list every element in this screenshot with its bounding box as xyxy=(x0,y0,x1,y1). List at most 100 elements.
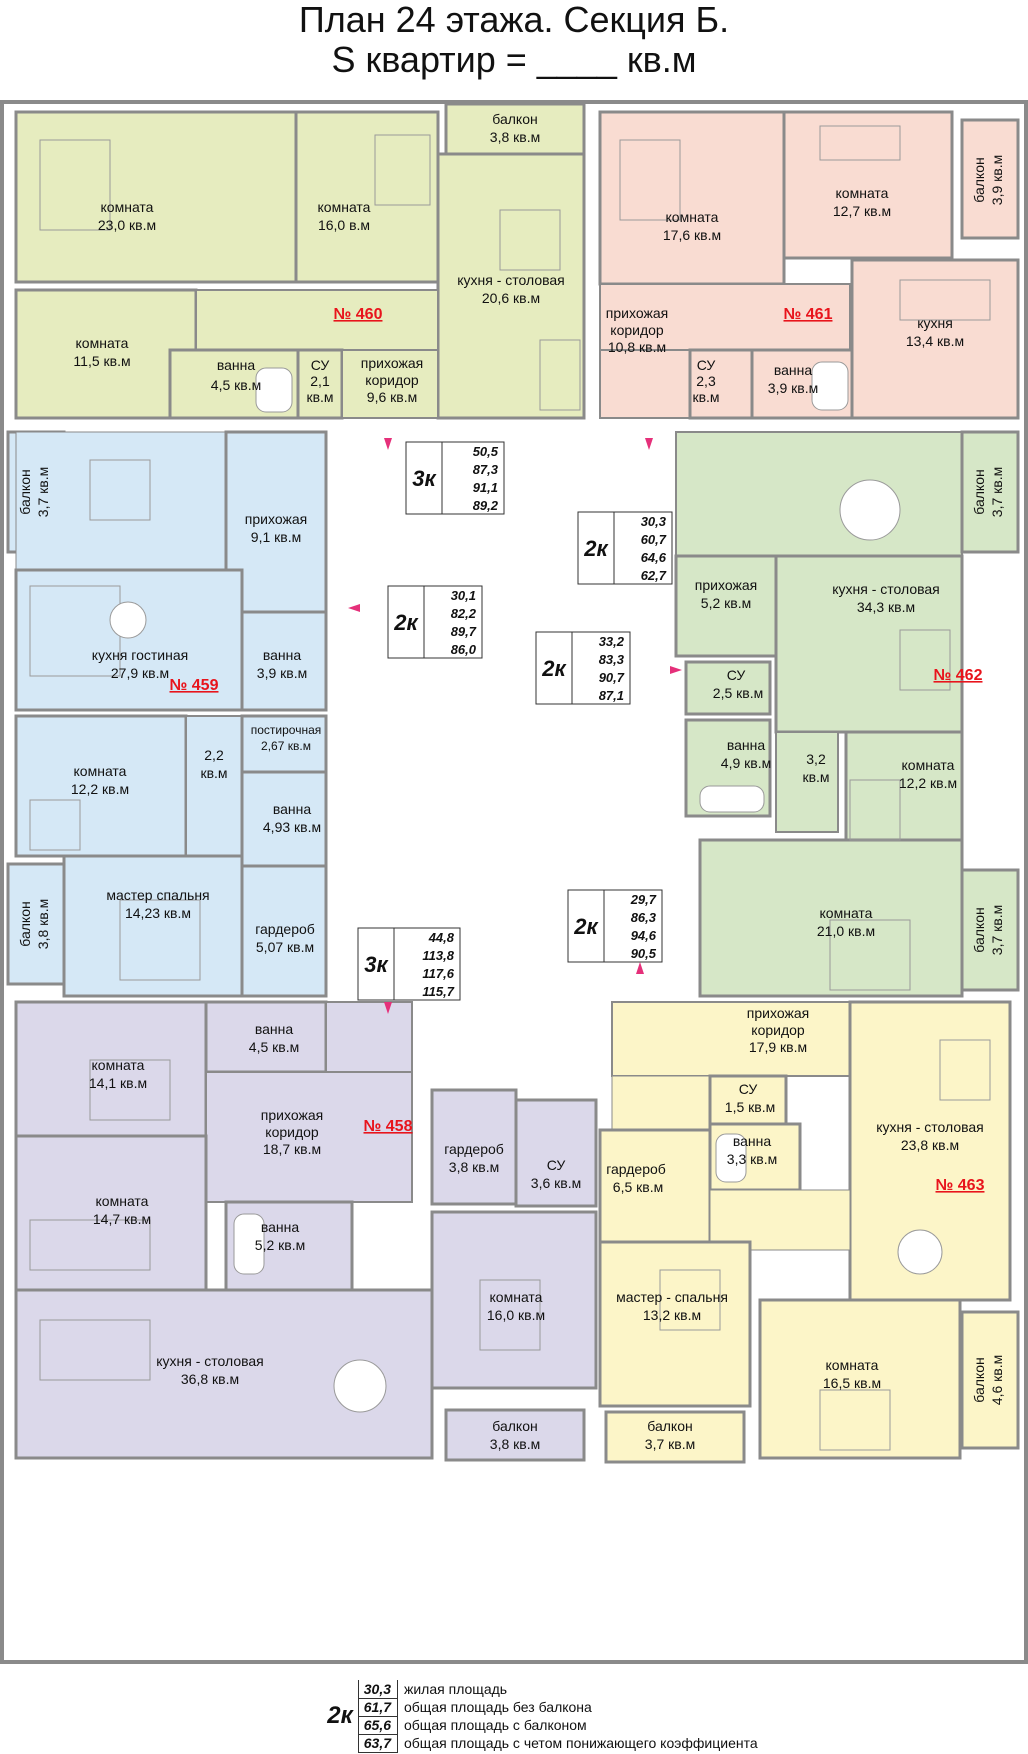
label-461-room1-name: комната xyxy=(666,209,719,225)
label-463-balcony2-area: 3,7 кв.м xyxy=(645,1436,695,1452)
area-table-461-type: 2к xyxy=(583,536,609,561)
area-table-458-with-balcony: 117,6 xyxy=(422,966,454,981)
bathtub-icon xyxy=(699,785,765,813)
label-460-hall-area: 9,6 кв.м xyxy=(367,389,417,405)
balcony-463-2 xyxy=(604,1410,746,1464)
room-461-hall xyxy=(599,283,851,351)
area-table-460: 3к 50,5 87,3 91,1 89,2 xyxy=(405,441,505,515)
label-460-room1-name: комната xyxy=(101,199,154,215)
label-460-balcony-area: 3,8 кв.м xyxy=(490,129,540,145)
room-458-komnata-14-1 xyxy=(14,1000,208,1138)
label-460-room3-area: 11,5 кв.м xyxy=(73,353,130,369)
balcony-459-2 xyxy=(6,862,66,986)
room-462-hall xyxy=(674,554,778,658)
label-462-bath-area: 4,9 кв.м xyxy=(721,755,771,771)
area-table-frame xyxy=(387,585,425,659)
room-459-bath2 xyxy=(240,770,328,868)
label-458-balcony-name: балкон xyxy=(492,1418,537,1434)
area-table-463-reduced: 90,5 xyxy=(631,946,657,961)
room-458-hall-top xyxy=(325,1001,413,1073)
label-458-room2-area: 14,7 кв.м xyxy=(93,1211,151,1227)
legend-text: общая площадь с балконом xyxy=(404,1717,587,1733)
room-460-komnata-16 xyxy=(294,110,440,284)
bed-icon xyxy=(619,139,681,221)
label-463-room1-name: комната xyxy=(826,1357,879,1373)
room-463-hall-left xyxy=(611,1075,711,1131)
apartment-number-463: № 463 xyxy=(936,1177,985,1194)
door-arrow-icon xyxy=(636,962,644,974)
label-458-wc-name: СУ xyxy=(547,1157,566,1173)
room-460-hall xyxy=(341,349,439,419)
area-table-459-with-balcony: 89,7 xyxy=(451,624,477,639)
room-462-komnata-12 xyxy=(844,730,964,854)
balcony-458 xyxy=(444,1408,586,1462)
bed-icon xyxy=(89,1059,171,1121)
label-462-balcony2-area: 3,7 кв.м xyxy=(989,905,1005,955)
label-463-balcony2-name: балкон xyxy=(647,1418,692,1434)
label-460-room3-name: комната xyxy=(76,335,129,351)
label-461-room2-name: комната xyxy=(836,185,889,201)
label-458-room2-name: комната xyxy=(96,1193,149,1209)
area-table-459-type: 2к xyxy=(393,610,419,635)
label-462-balcony2-name: балкон xyxy=(971,907,987,952)
label-459-balcony1-area: 3,7 кв.м xyxy=(35,467,51,517)
door-arrow-icon xyxy=(384,438,392,450)
area-table-461-living: 30,3 xyxy=(641,514,667,529)
label-459-master-name: мастер спальня xyxy=(106,887,209,903)
bed-icon xyxy=(119,899,201,981)
label-462-corr-area: 3,2 xyxy=(806,751,826,767)
label-462-hall-name: прихожая xyxy=(695,577,757,593)
label-461-kitchen-name: кухня xyxy=(917,315,953,331)
label-459-room1-name: комната xyxy=(74,763,127,779)
label-462-balcony1-area: 3,7 кв.м xyxy=(989,467,1005,517)
label-459-wardrobe-area: 5,07 кв.м xyxy=(256,939,314,955)
label-463-wc-area: 1,5 кв.м xyxy=(725,1099,775,1115)
apartment-458: ванна 4,5 кв.м комната 14,1 кв.м прихожа… xyxy=(14,1000,598,1462)
label-461-wc-unit: кв.м xyxy=(692,389,719,405)
bed-icon xyxy=(819,1389,891,1451)
area-table-458-type: 3к xyxy=(364,952,389,977)
area-table-459: 2к 30,1 82,2 89,7 86,0 xyxy=(387,585,483,659)
label-460-wc-area: 2,1 xyxy=(310,373,330,389)
label-461-room2-area: 12,7 кв.м xyxy=(833,203,891,219)
legend-text: общая площадь с четом понижающего коэффи… xyxy=(404,1735,758,1751)
room-458-hall xyxy=(205,1071,413,1203)
area-table-frame xyxy=(423,585,483,659)
bathtub-icon xyxy=(233,1213,265,1275)
room-458-wc xyxy=(514,1098,598,1208)
room-459-master xyxy=(62,854,244,998)
area-table-458: 3к 44,8 113,8 117,6 115,7 xyxy=(357,927,461,1001)
label-463-room1-area: 16,5 кв.м xyxy=(823,1375,881,1391)
room-462-kitchen-top xyxy=(675,431,963,557)
room-460-komnata-23 xyxy=(14,110,298,284)
label-461-balcony-area: 3,9 кв.м xyxy=(989,155,1005,205)
apartment-number-462: № 462 xyxy=(934,667,983,684)
room-463-hall-low xyxy=(709,1189,851,1251)
apartment-number-460: № 460 xyxy=(334,306,383,323)
label-463-kitchen-area: 23,8 кв.м xyxy=(901,1137,959,1153)
bed-icon xyxy=(29,799,81,851)
title-line-area: S квартир = ____ кв.м xyxy=(331,39,697,80)
sofa-icon xyxy=(29,1219,151,1271)
label-463-wc-name: СУ xyxy=(739,1081,758,1097)
label-463-bath-name: ванна xyxy=(733,1133,772,1149)
label-458-hall-area: 18,7 кв.м xyxy=(263,1141,321,1157)
label-459-balcony2-name: балкон xyxy=(17,901,33,946)
label-460-room2-name: комната xyxy=(318,199,371,215)
area-table-frame xyxy=(603,889,663,963)
area-table-461-with-balcony: 64,6 xyxy=(641,550,667,565)
room-459-corridor xyxy=(185,715,243,857)
round-table-icon xyxy=(333,1359,387,1413)
area-table-460-living: 50,5 xyxy=(473,444,499,459)
label-460-kitchen-area: 20,6 кв.м xyxy=(482,290,540,306)
room-460-kitchen xyxy=(436,152,586,420)
bed-icon xyxy=(659,1269,721,1331)
legend-value: 63,7 xyxy=(358,1734,398,1753)
area-table-458-total: 113,8 xyxy=(422,948,454,963)
bathtub-icon xyxy=(715,1133,747,1183)
bed-icon xyxy=(39,139,111,231)
bed-icon xyxy=(829,919,911,991)
label-460-bath-name: ванна xyxy=(217,357,256,373)
